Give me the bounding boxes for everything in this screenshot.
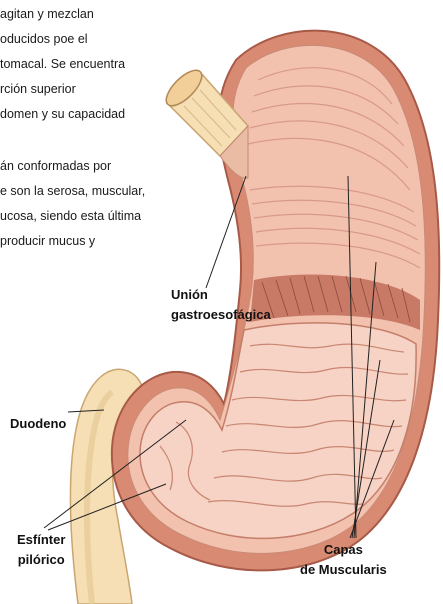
label-line: pilórico xyxy=(17,550,65,570)
label-line: Esfínter xyxy=(17,530,65,550)
label-line: Capas xyxy=(300,540,387,560)
label-line: gastroesofágica xyxy=(171,305,271,325)
label-esfinter-pilorico: Esfínter pilórico xyxy=(17,530,65,570)
label-capas-muscularis: Capas de Muscularis xyxy=(300,540,387,580)
label-union-gastroesofagica: Unión gastroesofágica xyxy=(171,285,271,325)
label-line: de Muscularis xyxy=(300,560,387,580)
label-line: Unión xyxy=(171,285,271,305)
label-line: Duodeno xyxy=(10,414,66,434)
label-duodeno: Duodeno xyxy=(10,414,66,434)
